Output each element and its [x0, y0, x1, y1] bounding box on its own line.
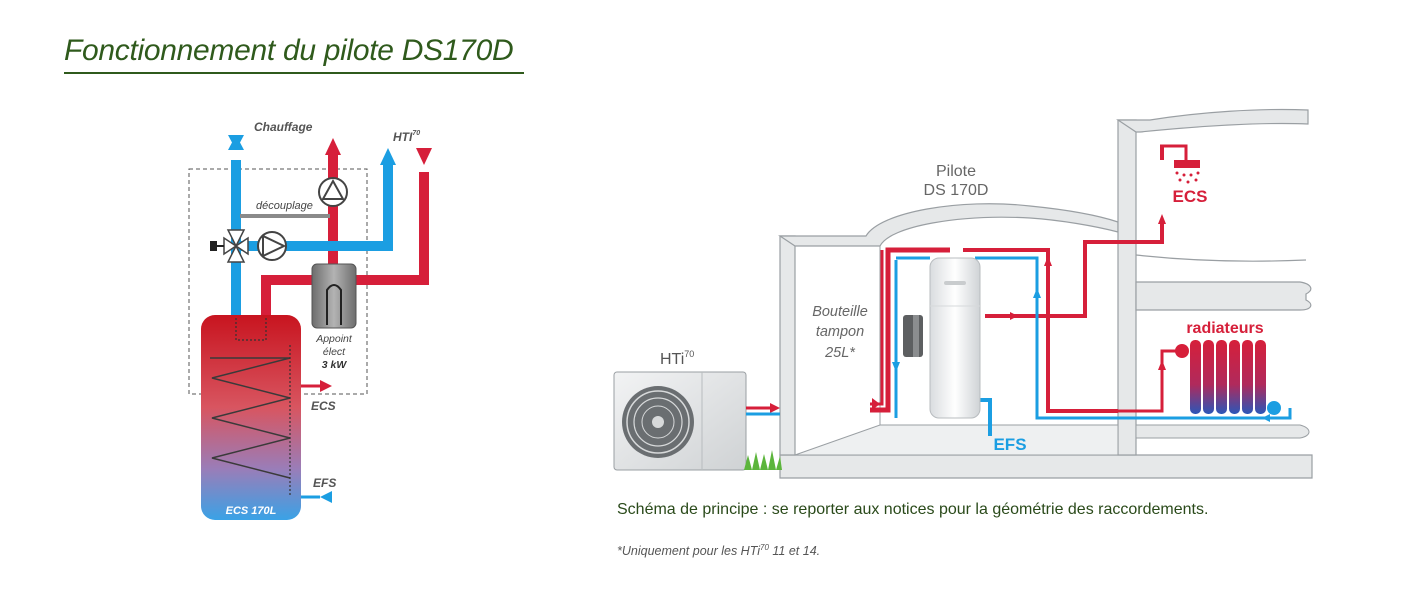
heating-return-pipe-right	[975, 256, 1292, 420]
buffer-label-line3: 25L*	[824, 345, 856, 361]
electric-backup-heater	[311, 263, 357, 329]
efs-in-arrow-icon	[320, 491, 332, 503]
radiators-label: radiateurs	[1186, 320, 1263, 337]
ecs-label-left: ECS	[311, 399, 336, 413]
ecs-tank	[201, 315, 301, 520]
page-title: Fonctionnement du pilote DS170D	[64, 34, 514, 67]
heating-flow-pipe-right	[963, 248, 1118, 413]
shower-icon	[1160, 144, 1200, 184]
pilot-ds170d-unit	[929, 257, 981, 419]
left-wall	[779, 235, 796, 456]
heating-flow-arrow-icon	[325, 138, 341, 155]
right-diagram: Pilote DS 170D HTi70 Bouteille tampon 25…	[613, 108, 1313, 479]
ecs-label-right: ECS	[1173, 187, 1208, 206]
ecs-out-arrow-icon	[320, 380, 332, 392]
pilot-label-line2: DS 170D	[924, 182, 989, 199]
hti-supply-pipe	[355, 172, 429, 285]
three-way-valve-icon	[210, 229, 249, 263]
left-diagram: Chauffage HTI70 découplage Appoint élect…	[188, 120, 432, 520]
footnote: *Uniquement pour les HTi70 11 et 14.	[617, 543, 821, 559]
ecs-flow-pipe	[985, 220, 1164, 318]
middle-wall	[1117, 119, 1137, 456]
tank-label: ECS 170L	[226, 505, 277, 517]
upper-floor	[1135, 281, 1312, 311]
hti-unit-label: HTi70	[660, 349, 694, 368]
buffer-label-line1: Bouteille	[812, 304, 868, 320]
title-underline	[64, 72, 524, 74]
backup-to-tank-pipe	[261, 275, 312, 325]
grass-decoration	[744, 450, 782, 470]
floor-slab	[779, 454, 1313, 479]
efs-label-left: EFS	[313, 476, 336, 490]
pilot-label-line1: Pilote	[936, 163, 976, 180]
radiator-icon	[1118, 340, 1281, 415]
decoupling-label: découplage	[256, 200, 313, 212]
heating-label: Chauffage	[254, 120, 313, 134]
backup-label-line1: Appoint	[315, 333, 353, 345]
buffer-label-line2: tampon	[816, 324, 864, 340]
heat-exchanger-coil	[210, 357, 291, 479]
backup-label-line2: élect	[323, 346, 346, 358]
hti-return-arrow-icon	[380, 148, 396, 165]
efs-label-right: EFS	[993, 435, 1026, 454]
backup-label-power: 3 kW	[322, 359, 348, 371]
primary-flow-pipe	[870, 247, 950, 413]
hti-supply-arrow-icon	[416, 148, 432, 165]
schema-caption: Schéma de principe : se reporter aux not…	[617, 501, 1209, 518]
roof	[778, 203, 1119, 247]
hti-label: HTI70	[393, 130, 420, 144]
